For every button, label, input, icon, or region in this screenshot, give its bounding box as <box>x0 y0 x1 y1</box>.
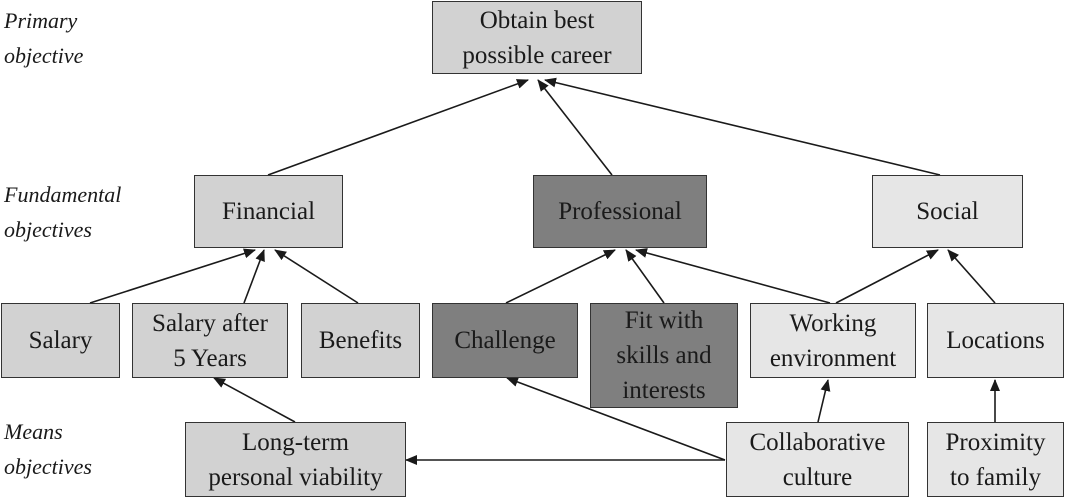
node-benefits: Benefits <box>301 303 420 378</box>
node-proximity-to-family: Proximity to family <box>927 422 1064 497</box>
edge-benefits-to-financial <box>274 249 359 304</box>
row-label-means: Means objectives <box>4 419 92 479</box>
edge-social-to-primary <box>544 77 941 176</box>
edge-financial-to-primary <box>267 79 529 176</box>
row-label-fundamental: Fundamental objectives <box>4 182 122 242</box>
edge-locations-to-social <box>947 249 996 304</box>
node-financial: Financial <box>194 175 343 248</box>
node-long-term-viability: Long-term personal viability <box>185 422 406 497</box>
edge-salary5-to-financial <box>243 249 265 304</box>
edge-collab-to-workenv <box>817 379 831 423</box>
edge-collab-to-challenge <box>506 377 726 461</box>
node-obtain-best-career: Obtain best possible career <box>432 1 642 74</box>
edge-professional-to-primary <box>537 79 613 176</box>
node-social: Social <box>872 175 1023 248</box>
node-fit-with-skills: Fit with skills and interests <box>590 303 738 408</box>
edge-challenge-to-professional <box>505 249 616 304</box>
edge-workenv-to-social <box>835 249 939 304</box>
node-challenge: Challenge <box>432 303 578 378</box>
row-label-primary: Primary objective <box>4 8 84 68</box>
edge-workenv-to-professional <box>635 248 831 304</box>
node-professional: Professional <box>533 175 707 248</box>
edge-salary-to-financial <box>89 248 256 304</box>
node-salary-after-5-years: Salary after 5 Years <box>132 303 288 378</box>
edge-longterm-to-salary5 <box>213 377 296 423</box>
edge-fit-to-professional <box>625 249 665 304</box>
node-collaborative-culture: Collaborative culture <box>726 422 909 497</box>
node-working-environment: Working environment <box>750 303 916 378</box>
node-locations: Locations <box>927 303 1064 378</box>
node-salary: Salary <box>1 303 120 378</box>
